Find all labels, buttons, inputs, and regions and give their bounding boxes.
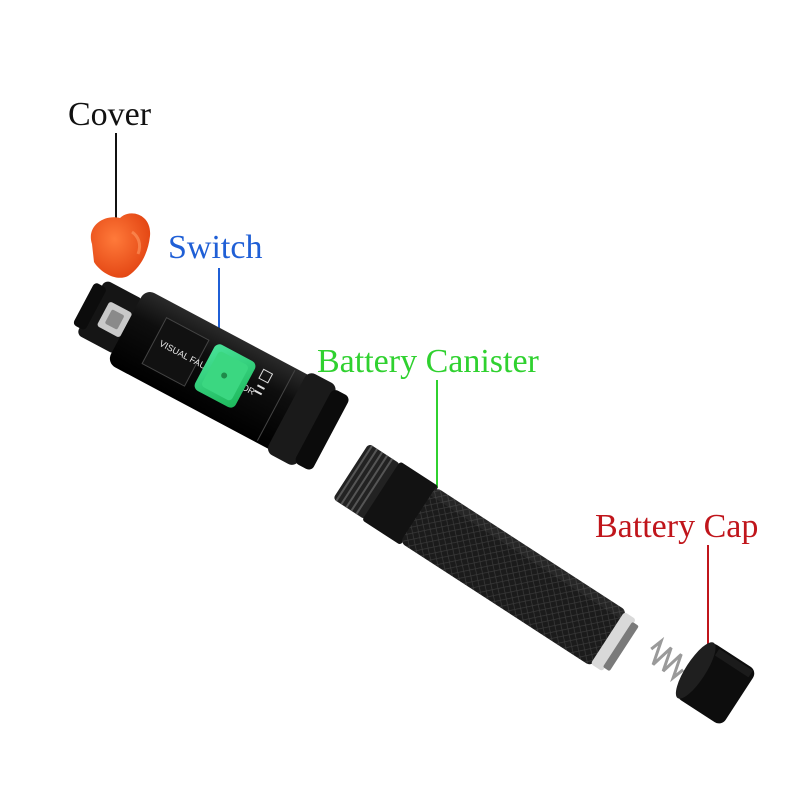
battery-cap-label: Battery Cap — [595, 508, 759, 545]
switch-label: Switch — [168, 229, 263, 266]
battery-cap-icon — [675, 642, 755, 724]
switch-icon — [194, 344, 256, 408]
battery-canister-label: Battery Canister — [317, 343, 539, 380]
spring-icon — [650, 636, 685, 683]
cover-icon — [90, 213, 151, 278]
cover-label: Cover — [68, 96, 152, 133]
battery-canister-body — [334, 444, 639, 671]
fault-locator-head: VISUAL FAULT LOCATOR — [73, 281, 349, 470]
